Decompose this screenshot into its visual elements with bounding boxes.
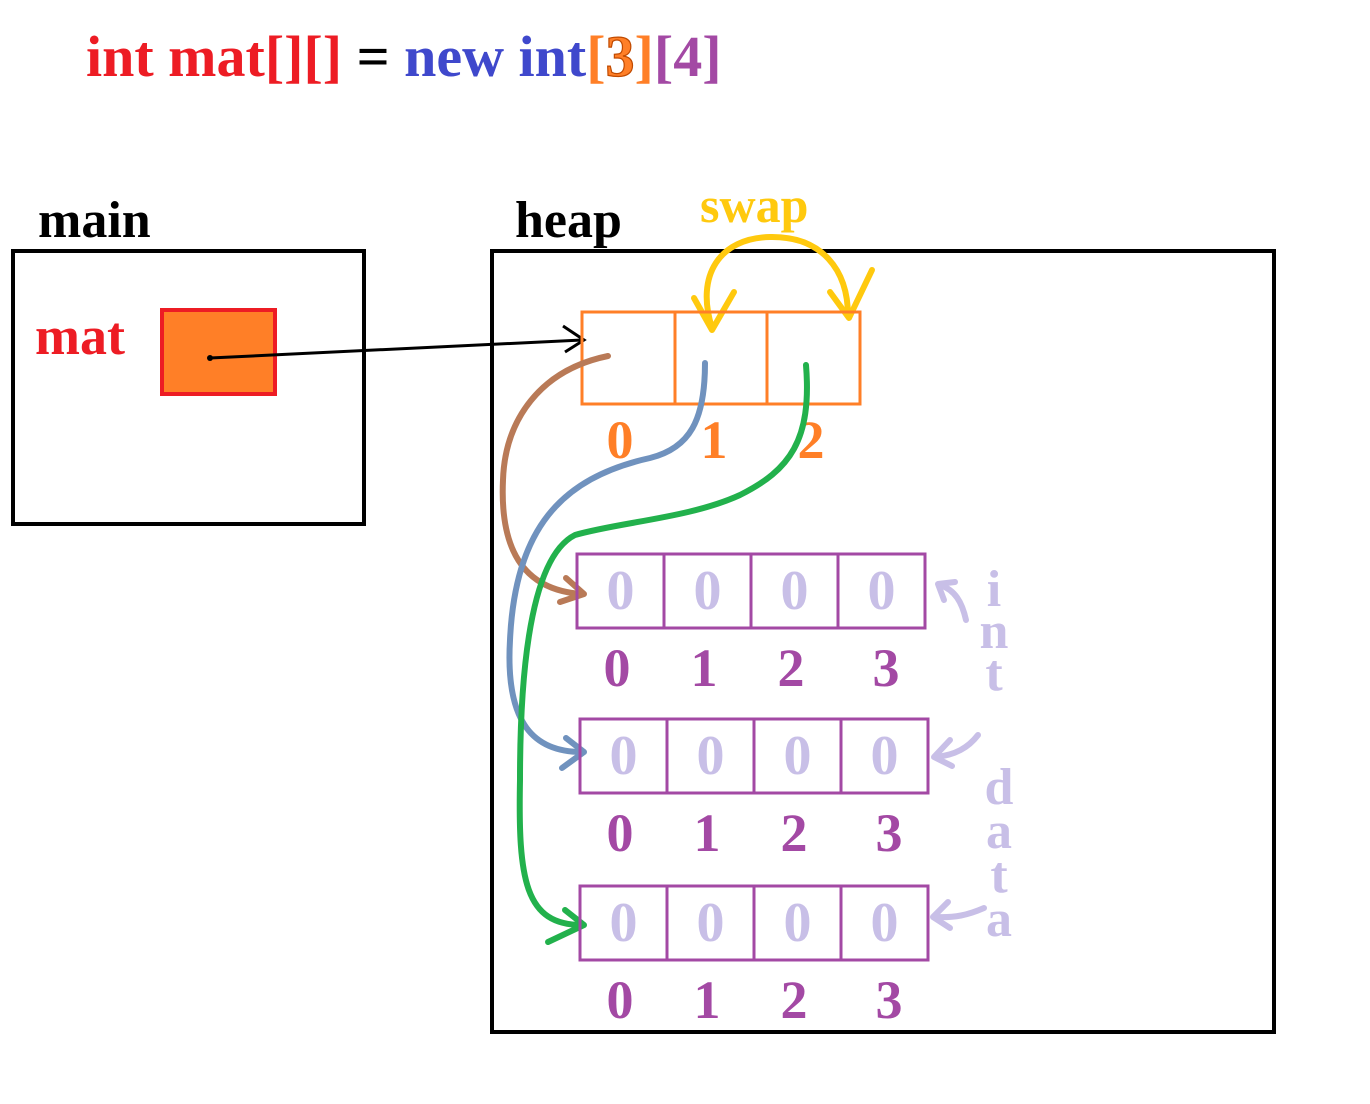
int-cell-value: 0 — [871, 892, 899, 954]
int-cell-value: 0 — [697, 725, 725, 787]
int-index-3: 3 — [876, 803, 903, 863]
steel-blue-arrowhead — [559, 735, 587, 771]
int-cell-value: 0 — [781, 560, 809, 622]
int-cell — [839, 884, 930, 962]
brown-arrowhead — [557, 575, 587, 605]
int-cell-value: 0 — [784, 892, 812, 954]
code-dim1-close: ] — [635, 24, 654, 89]
heap-label: heap — [515, 192, 622, 249]
swap-arrow — [691, 233, 875, 333]
side-arrow-row-2 — [932, 905, 987, 921]
side-arrow-row-1 — [933, 732, 981, 760]
int-index-3: 3 — [876, 970, 903, 1030]
code-dim2: [4] — [654, 24, 722, 89]
outer-index-0: 0 — [607, 410, 634, 470]
mat-reference-cell — [160, 308, 277, 396]
code-declaration: int mat[][] — [86, 24, 342, 89]
outer-index-1: 1 — [701, 410, 728, 470]
int-cell-value: 0 — [784, 725, 812, 787]
swap-label: swap — [700, 177, 808, 233]
code-new-keyword: new int — [404, 24, 587, 89]
int-cell — [836, 552, 927, 630]
main-frame — [11, 249, 366, 526]
mat-pointer-arrow — [207, 324, 587, 361]
data-letter: a — [986, 891, 1012, 948]
int-index-2: 2 — [781, 803, 808, 863]
int-index-2: 2 — [778, 638, 805, 698]
int-index-1: 1 — [694, 803, 721, 863]
data-letter: t — [990, 847, 1008, 904]
int-index-0: 0 — [604, 638, 631, 698]
code-equals: = — [342, 24, 404, 89]
int-cell — [839, 717, 930, 795]
int-index-1: 1 — [694, 970, 721, 1030]
int-index-3: 3 — [873, 638, 900, 698]
data-letter: a — [986, 803, 1012, 860]
green-arrowhead — [545, 907, 587, 945]
int-cell-value: 0 — [871, 725, 899, 787]
int-letter: i — [987, 561, 1001, 618]
int-cell-value: 0 — [694, 560, 722, 622]
mat-variable-label: mat — [35, 306, 125, 366]
int-cell-value: 0 — [868, 560, 896, 622]
int-index-2: 2 — [781, 970, 808, 1030]
int-cell-value: 0 — [607, 560, 635, 622]
code-dim1-size: 3 — [606, 24, 635, 89]
main-label: main — [38, 192, 151, 249]
data-letter: d — [985, 759, 1014, 816]
int-data-pointers — [930, 579, 987, 931]
outer-array — [580, 310, 862, 406]
int-letter: t — [985, 645, 1003, 702]
int-index-1: 1 — [691, 638, 718, 698]
green-reference-arrow — [516, 362, 810, 928]
int-index-0: 0 — [607, 970, 634, 1030]
heap-frame — [490, 249, 1276, 1034]
code-line: int mat[][] = new int[3][4] — [86, 24, 722, 89]
brown-reference-arrow — [499, 353, 611, 597]
outer-array-frame — [580, 310, 862, 406]
int-cell-value: 0 — [697, 892, 725, 954]
int-letter: n — [980, 603, 1009, 660]
side-arrow-row-0 — [937, 582, 969, 623]
int-cell-value: 0 — [610, 892, 638, 954]
int-index-0: 0 — [607, 803, 634, 863]
int-cell-value: 0 — [610, 725, 638, 787]
code-dim1-open: [ — [586, 24, 605, 89]
steel-blue-reference-arrow — [506, 360, 708, 755]
